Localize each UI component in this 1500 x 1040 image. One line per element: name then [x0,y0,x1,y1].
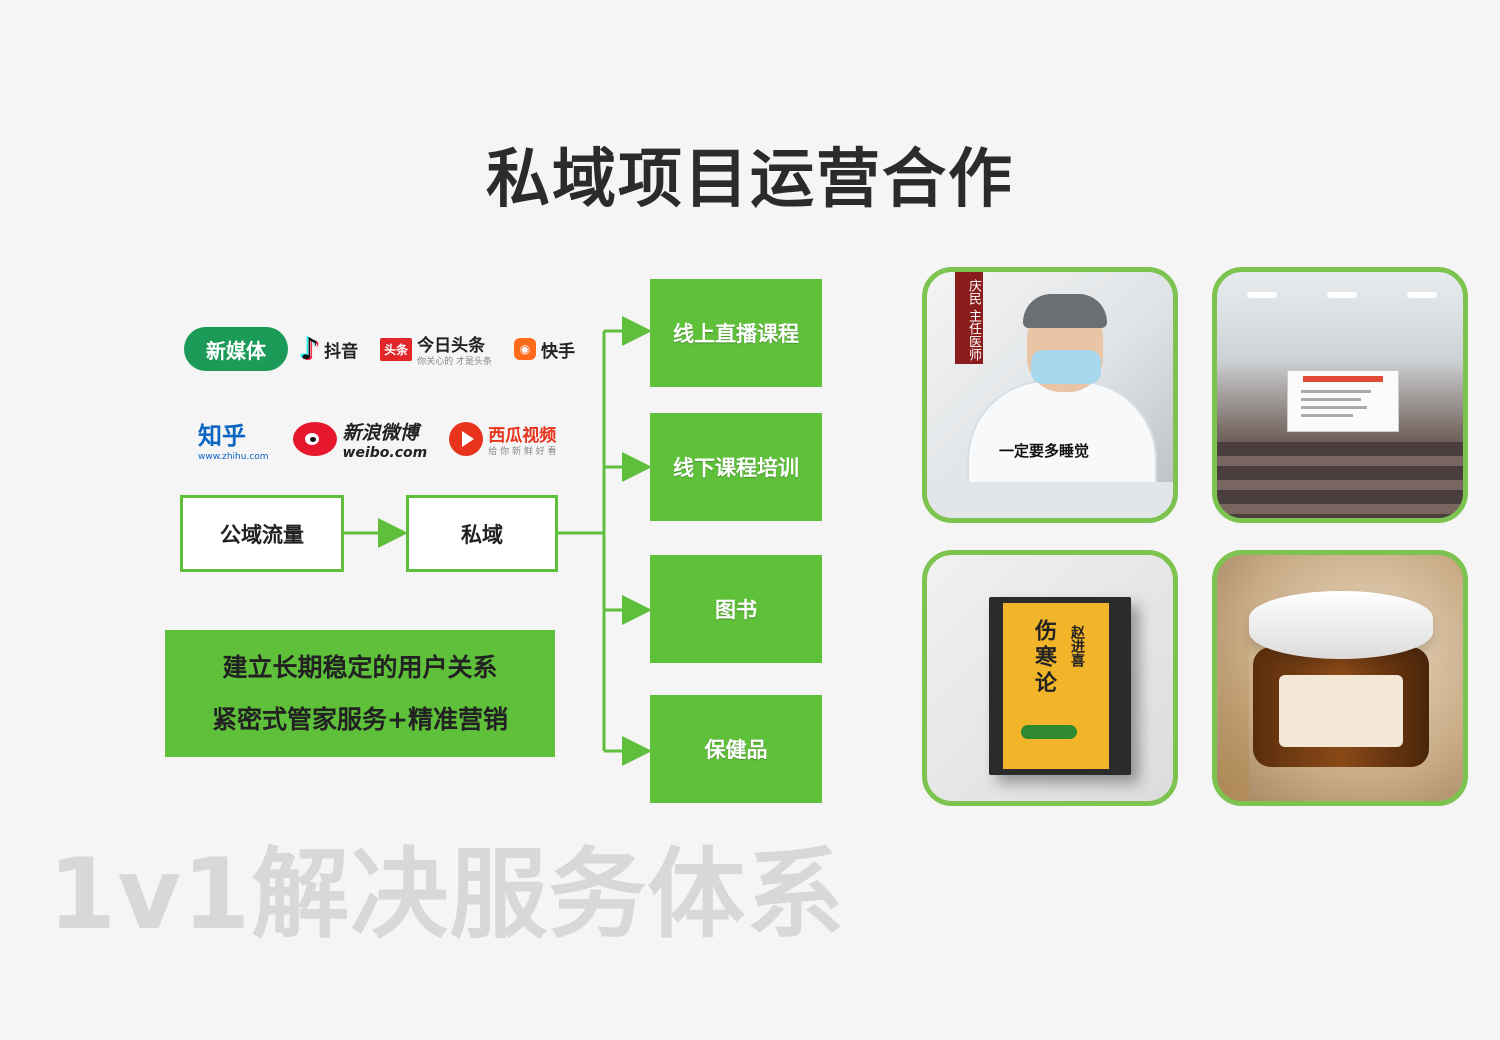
toutiao-logo: 头条 今日头条 你关心的 才是头条 [380,331,492,367]
ceiling-light [1327,292,1357,298]
service-health-products: 保健品 [650,695,822,803]
douyin-label: 抖音 [324,341,359,362]
kuaishou-label: 快手 [541,341,576,362]
douyin-logo: ♪ 抖音 [300,332,358,367]
weibo-url: weibo.com [342,444,428,461]
photo-book: 伤寒论 赵进喜 [922,550,1178,806]
page-title: 私域项目运营合作 [486,143,1014,217]
douyin-icon: ♪ [300,331,320,367]
xigua-slogan: 给 你 新 鲜 好 看 [488,447,557,457]
zhihu-label: 知乎 [198,422,246,450]
audience-seats [1217,442,1463,518]
relationship-box: 建立长期稳定的用户关系 紧密式管家服务+精准营销 [165,630,555,757]
private-domain-box: 私域 [406,495,558,572]
book-title: 伤寒论 [1031,619,1056,697]
weibo-icon [292,422,337,456]
book-author: 赵进喜 [1069,625,1085,667]
xigua-logo: 西瓜视频 给 你 新 鲜 好 看 [449,421,557,457]
zhihu-logo: 知乎 www.zhihu.com [198,416,269,462]
toutiao-slogan: 你关心的 才是头条 [417,357,493,367]
photo-doctor: 庆民 主任医师 一定要多睡觉 [922,267,1178,523]
toutiao-label: 今日头条 [417,336,486,356]
relationship-line-2: 紧密式管家服务+精准营销 [212,704,508,734]
public-traffic-box: 公域流量 [180,495,344,572]
weibo-logo: 新浪微博 weibo.com [292,418,428,461]
screen-text-line [1301,406,1367,409]
media-logos-row-1: 新媒体 ♪ 抖音 头条 今日头条 你关心的 才是头条 ◉ 快手 [184,326,597,372]
photo-health-jar [1212,550,1468,806]
screen-text-line [1301,414,1353,417]
service-offline-training: 线下课程培训 [650,413,822,521]
zhihu-icon: 知乎 www.zhihu.com [198,416,269,462]
screen-title-bar [1303,376,1383,382]
service-books: 图书 [650,555,822,663]
doctor-mask [1031,350,1101,384]
watermark-text: 1v1解决服务体系 [48,838,846,952]
ceiling-light [1247,292,1277,298]
xigua-label: 西瓜视频 [488,426,557,446]
xigua-icon [449,422,484,456]
kuaishou-logo: ◉ 快手 [514,337,575,362]
service-online-live-course: 线上直播课程 [650,279,822,387]
doctor-hair [1023,294,1107,328]
zhihu-url: www.zhihu.com [198,452,269,462]
screen-text-line [1301,398,1361,401]
book-badge [1021,725,1077,739]
ceiling-light [1407,292,1437,298]
jar-lid [1249,591,1433,659]
jar-label [1279,675,1403,747]
relationship-line-1: 建立长期稳定的用户关系 [222,652,498,682]
screen-text-line [1301,390,1371,393]
kuaishou-icon: ◉ [514,338,537,360]
book-mockup: 伤寒论 赵进喜 [989,597,1131,775]
doctor-desk [927,482,1173,518]
toutiao-icon: 头条 [380,337,413,361]
photo-lecture-hall [1212,267,1468,523]
new-media-pill: 新媒体 [184,327,288,371]
book-cover [1003,603,1109,769]
doctor-banner: 庆民 主任医师 [955,272,983,364]
weibo-label: 新浪微博 [342,421,419,444]
doctor-caption: 一定要多睡觉 [999,442,1090,460]
wheat-stalks [1219,615,1249,801]
media-logos-row-2: 知乎 www.zhihu.com 新浪微博 weibo.com 西瓜视频 给 你… [198,414,579,464]
